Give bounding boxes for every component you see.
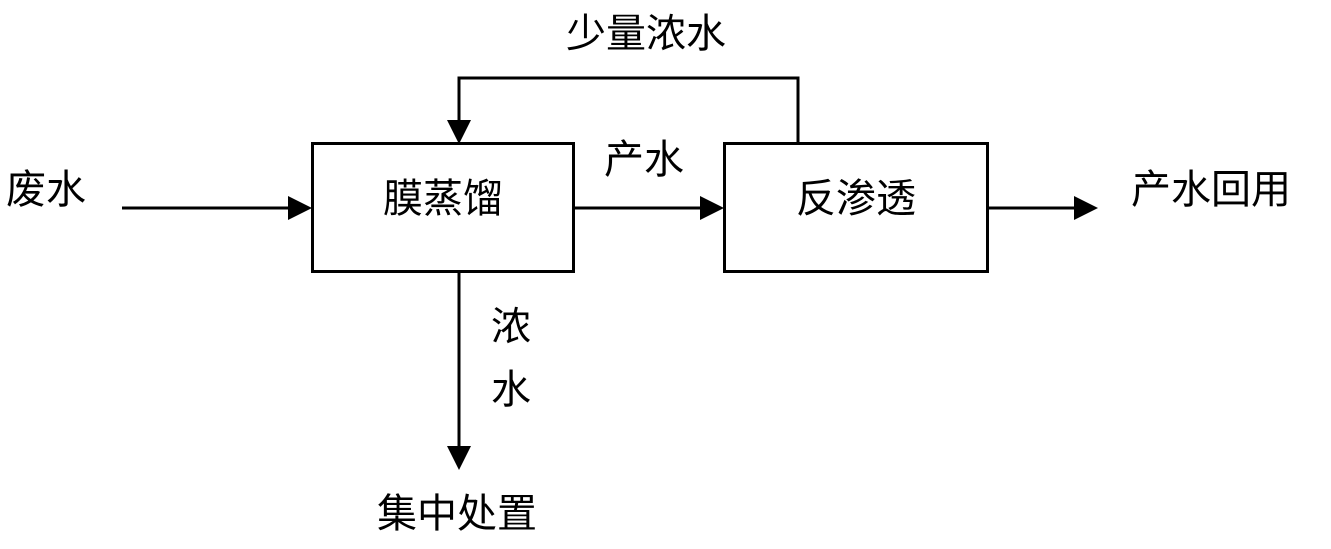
arrow-recycle-loop [447,76,800,144]
arrow-product-reuse [988,196,1098,220]
reverse-osmosis-box: 反渗透 [723,142,989,273]
arrow-concentrate [447,272,471,470]
arrow-inflow [122,196,312,220]
product-water-label: 产水 [604,137,684,183]
disposal-label: 集中处置 [377,491,537,537]
recycle-label: 少量浓水 [566,11,726,57]
inflow-label: 废水 [6,167,86,213]
reverse-osmosis-label: 反渗透 [796,175,916,222]
concentrate-label-char1: 浓 [491,304,531,350]
product-reuse-label: 产水回用 [1131,167,1291,213]
concentrate-label-char2: 水 [491,367,531,413]
membrane-distillation-label: 膜蒸馏 [383,175,503,222]
arrow-product-water [574,196,724,220]
membrane-distillation-box: 膜蒸馏 [311,142,575,273]
